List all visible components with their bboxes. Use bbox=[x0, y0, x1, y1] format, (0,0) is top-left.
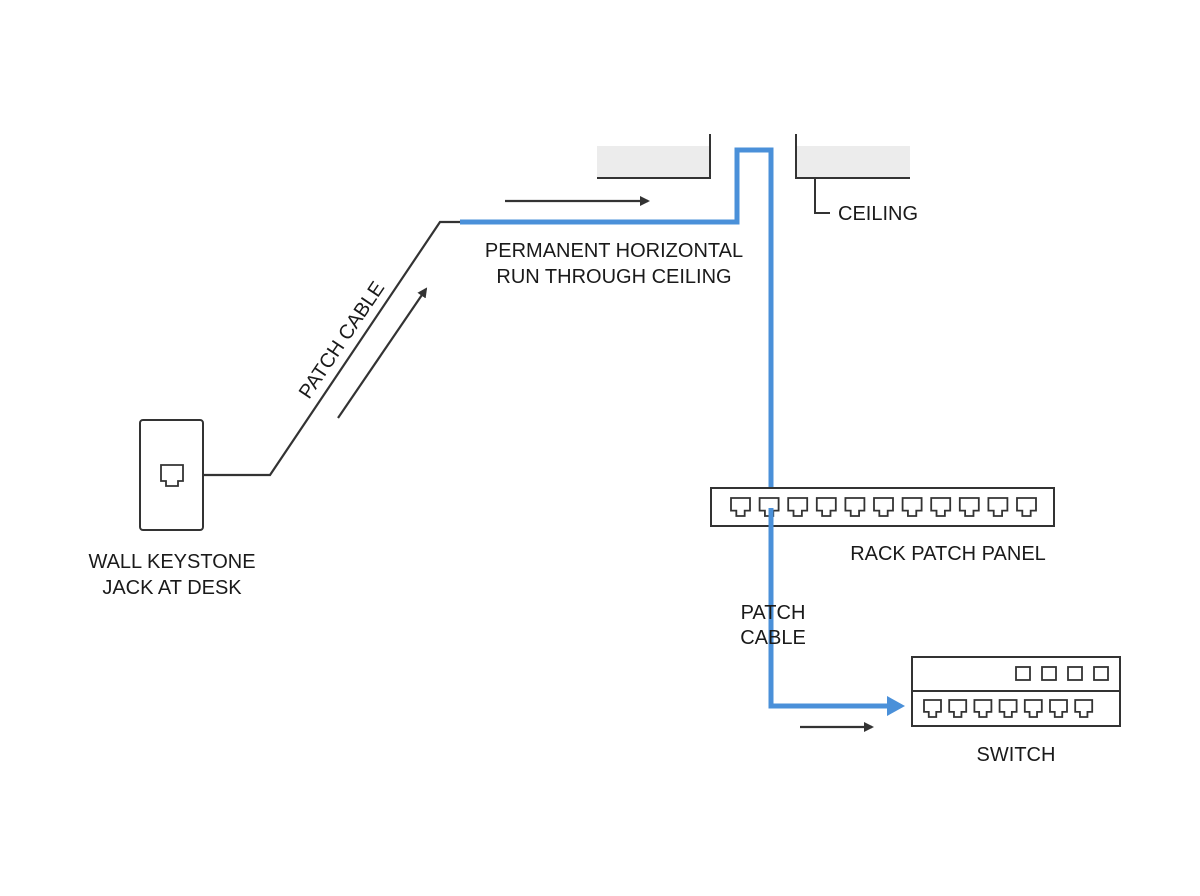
switch-port bbox=[1074, 699, 1094, 718]
switch-indicators bbox=[1015, 666, 1109, 681]
patch-panel-port bbox=[873, 497, 894, 517]
wall-jack-plate bbox=[139, 419, 204, 531]
switch-indicator bbox=[1067, 666, 1083, 681]
ceiling-edge-left bbox=[597, 134, 711, 179]
ceiling-leader-line bbox=[814, 178, 830, 214]
patch-panel-port bbox=[815, 497, 837, 517]
wall-jack-label-line2: JACK AT DESK bbox=[102, 577, 242, 599]
ceiling-edge-right bbox=[795, 134, 910, 179]
patch-cable-right-label-line2: CABLE bbox=[740, 627, 806, 649]
patch-cable-wall bbox=[203, 220, 460, 477]
wall-jack-label-line1: WALL KEYSTONE bbox=[88, 551, 255, 573]
wall-jack-port-icon bbox=[160, 464, 184, 487]
patch-panel-port bbox=[930, 497, 952, 517]
switch-port bbox=[1049, 699, 1068, 718]
horizontal-run-label-line1: PERMANENT HORIZONTAL bbox=[485, 240, 743, 262]
switch-port bbox=[973, 699, 993, 718]
ceiling-tile-left bbox=[597, 146, 710, 178]
rack-patch-panel-label: RACK PATCH PANEL bbox=[850, 543, 1046, 565]
patch-cable-switch-arrowhead bbox=[887, 696, 905, 716]
permanent-horizontal-run bbox=[460, 147, 774, 508]
patch-cable-switch bbox=[768, 508, 890, 709]
switch-port bbox=[1023, 699, 1043, 718]
switch-port bbox=[923, 699, 942, 718]
switch-label: SWITCH bbox=[977, 744, 1056, 766]
ceiling-tile-right bbox=[796, 146, 910, 178]
patch-panel-port bbox=[958, 497, 980, 517]
horizontal-run-label-line2: RUN THROUGH CEILING bbox=[496, 266, 731, 288]
switch-indicator bbox=[1041, 666, 1057, 681]
patch-panel-port bbox=[787, 497, 809, 517]
patch-cable-right-label-line1: PATCH bbox=[741, 602, 806, 624]
switch-ports bbox=[923, 699, 1094, 718]
patch-panel-port bbox=[844, 497, 866, 517]
switch-indicator bbox=[1015, 666, 1031, 681]
patch-panel-port bbox=[730, 497, 751, 517]
patch-cable-direction-arrow bbox=[337, 287, 428, 419]
patch-panel-port bbox=[901, 497, 923, 517]
switch-port bbox=[998, 699, 1018, 718]
switch-port bbox=[948, 699, 968, 718]
switch-indicator bbox=[1093, 666, 1109, 681]
patch-cable-left-label: PATCH CABLE bbox=[295, 278, 389, 403]
patch-panel-port bbox=[987, 497, 1009, 517]
ceiling-label: CEILING bbox=[838, 203, 918, 225]
patch-panel-port bbox=[1016, 497, 1037, 517]
